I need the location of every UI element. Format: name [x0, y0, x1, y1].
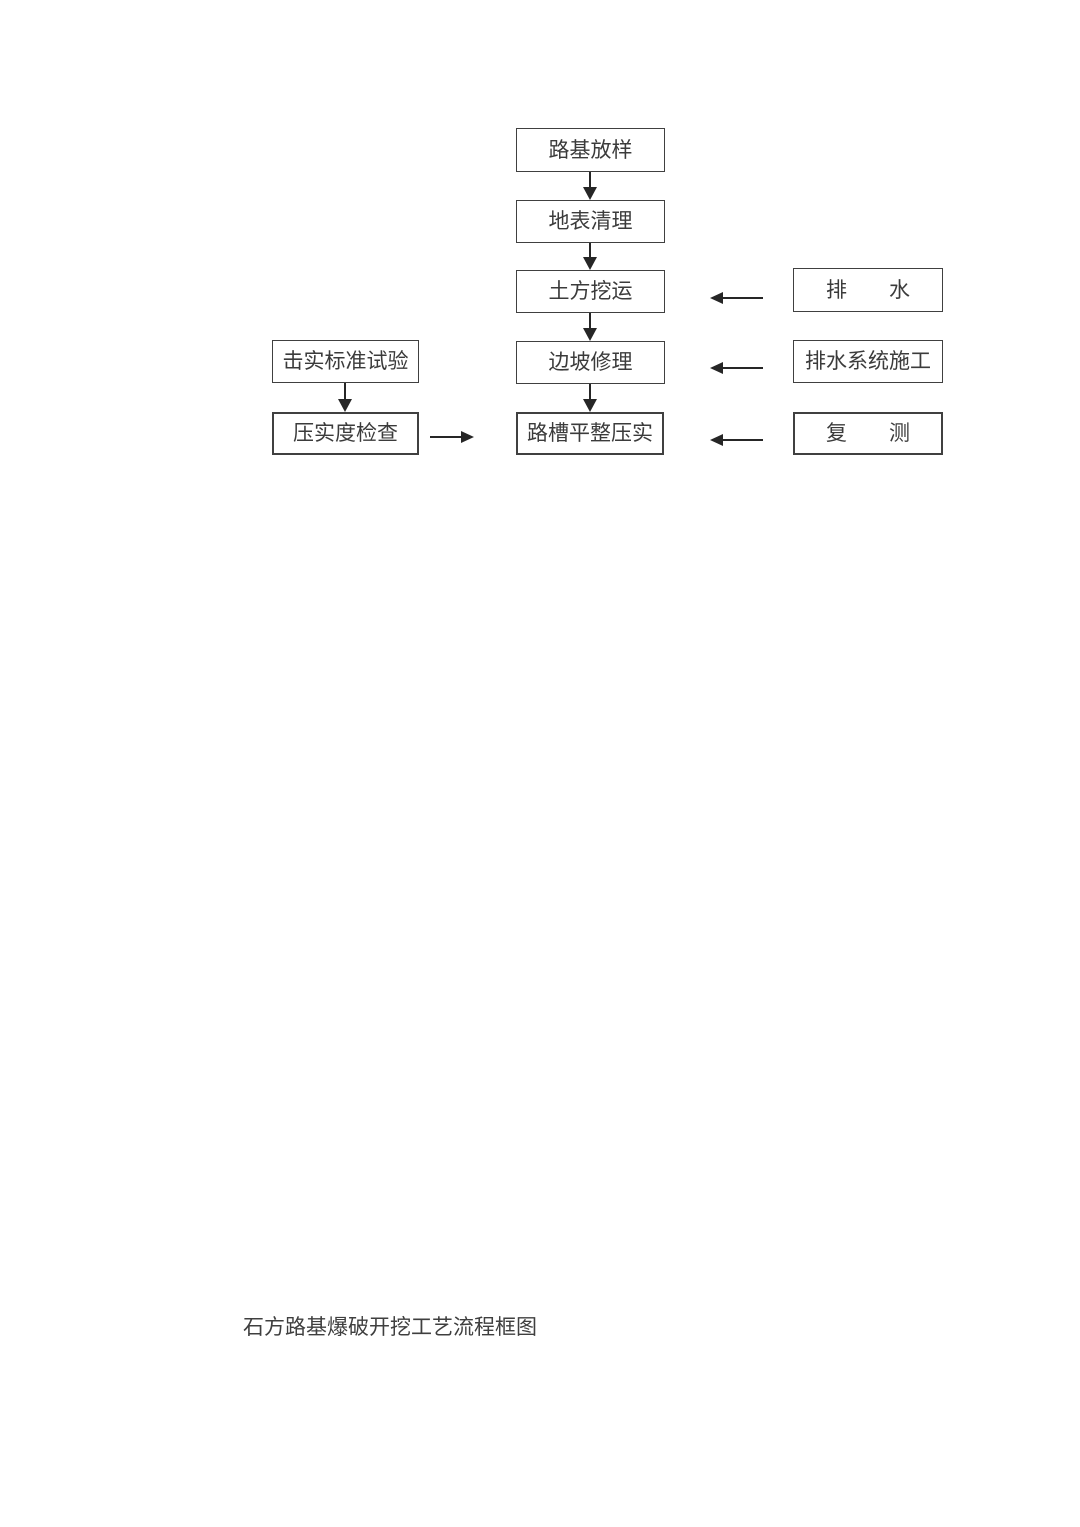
arrow-right-icon: [430, 431, 474, 443]
node-drainage: 排 水: [793, 268, 943, 312]
node-road-trough-leveling-compaction: 路槽平整压实: [516, 412, 664, 455]
node-slope-repair: 边坡修理: [516, 341, 665, 384]
node-roadbed-staking: 路基放样: [516, 128, 665, 172]
arrow-down-icon: [583, 384, 597, 412]
node-surface-clearing: 地表清理: [516, 200, 665, 243]
arrow-left-icon: [710, 434, 763, 446]
arrow-down-icon: [583, 172, 597, 200]
node-drainage-system-construction: 排水系统施工: [793, 340, 943, 383]
arrow-down-icon: [583, 313, 597, 341]
arrow-down-icon: [583, 243, 597, 270]
node-resurvey: 复 测: [793, 412, 943, 455]
node-earthwork-excavation: 土方挖运: [516, 270, 665, 313]
arrow-down-icon: [338, 383, 352, 412]
diagram-caption: 石方路基爆破开挖工艺流程框图: [243, 1315, 537, 1339]
node-compaction-standard-test: 击实标准试验: [272, 340, 419, 383]
arrow-left-icon: [710, 362, 763, 374]
arrow-left-icon: [710, 292, 763, 304]
node-compaction-degree-check: 压实度检查: [272, 412, 419, 455]
